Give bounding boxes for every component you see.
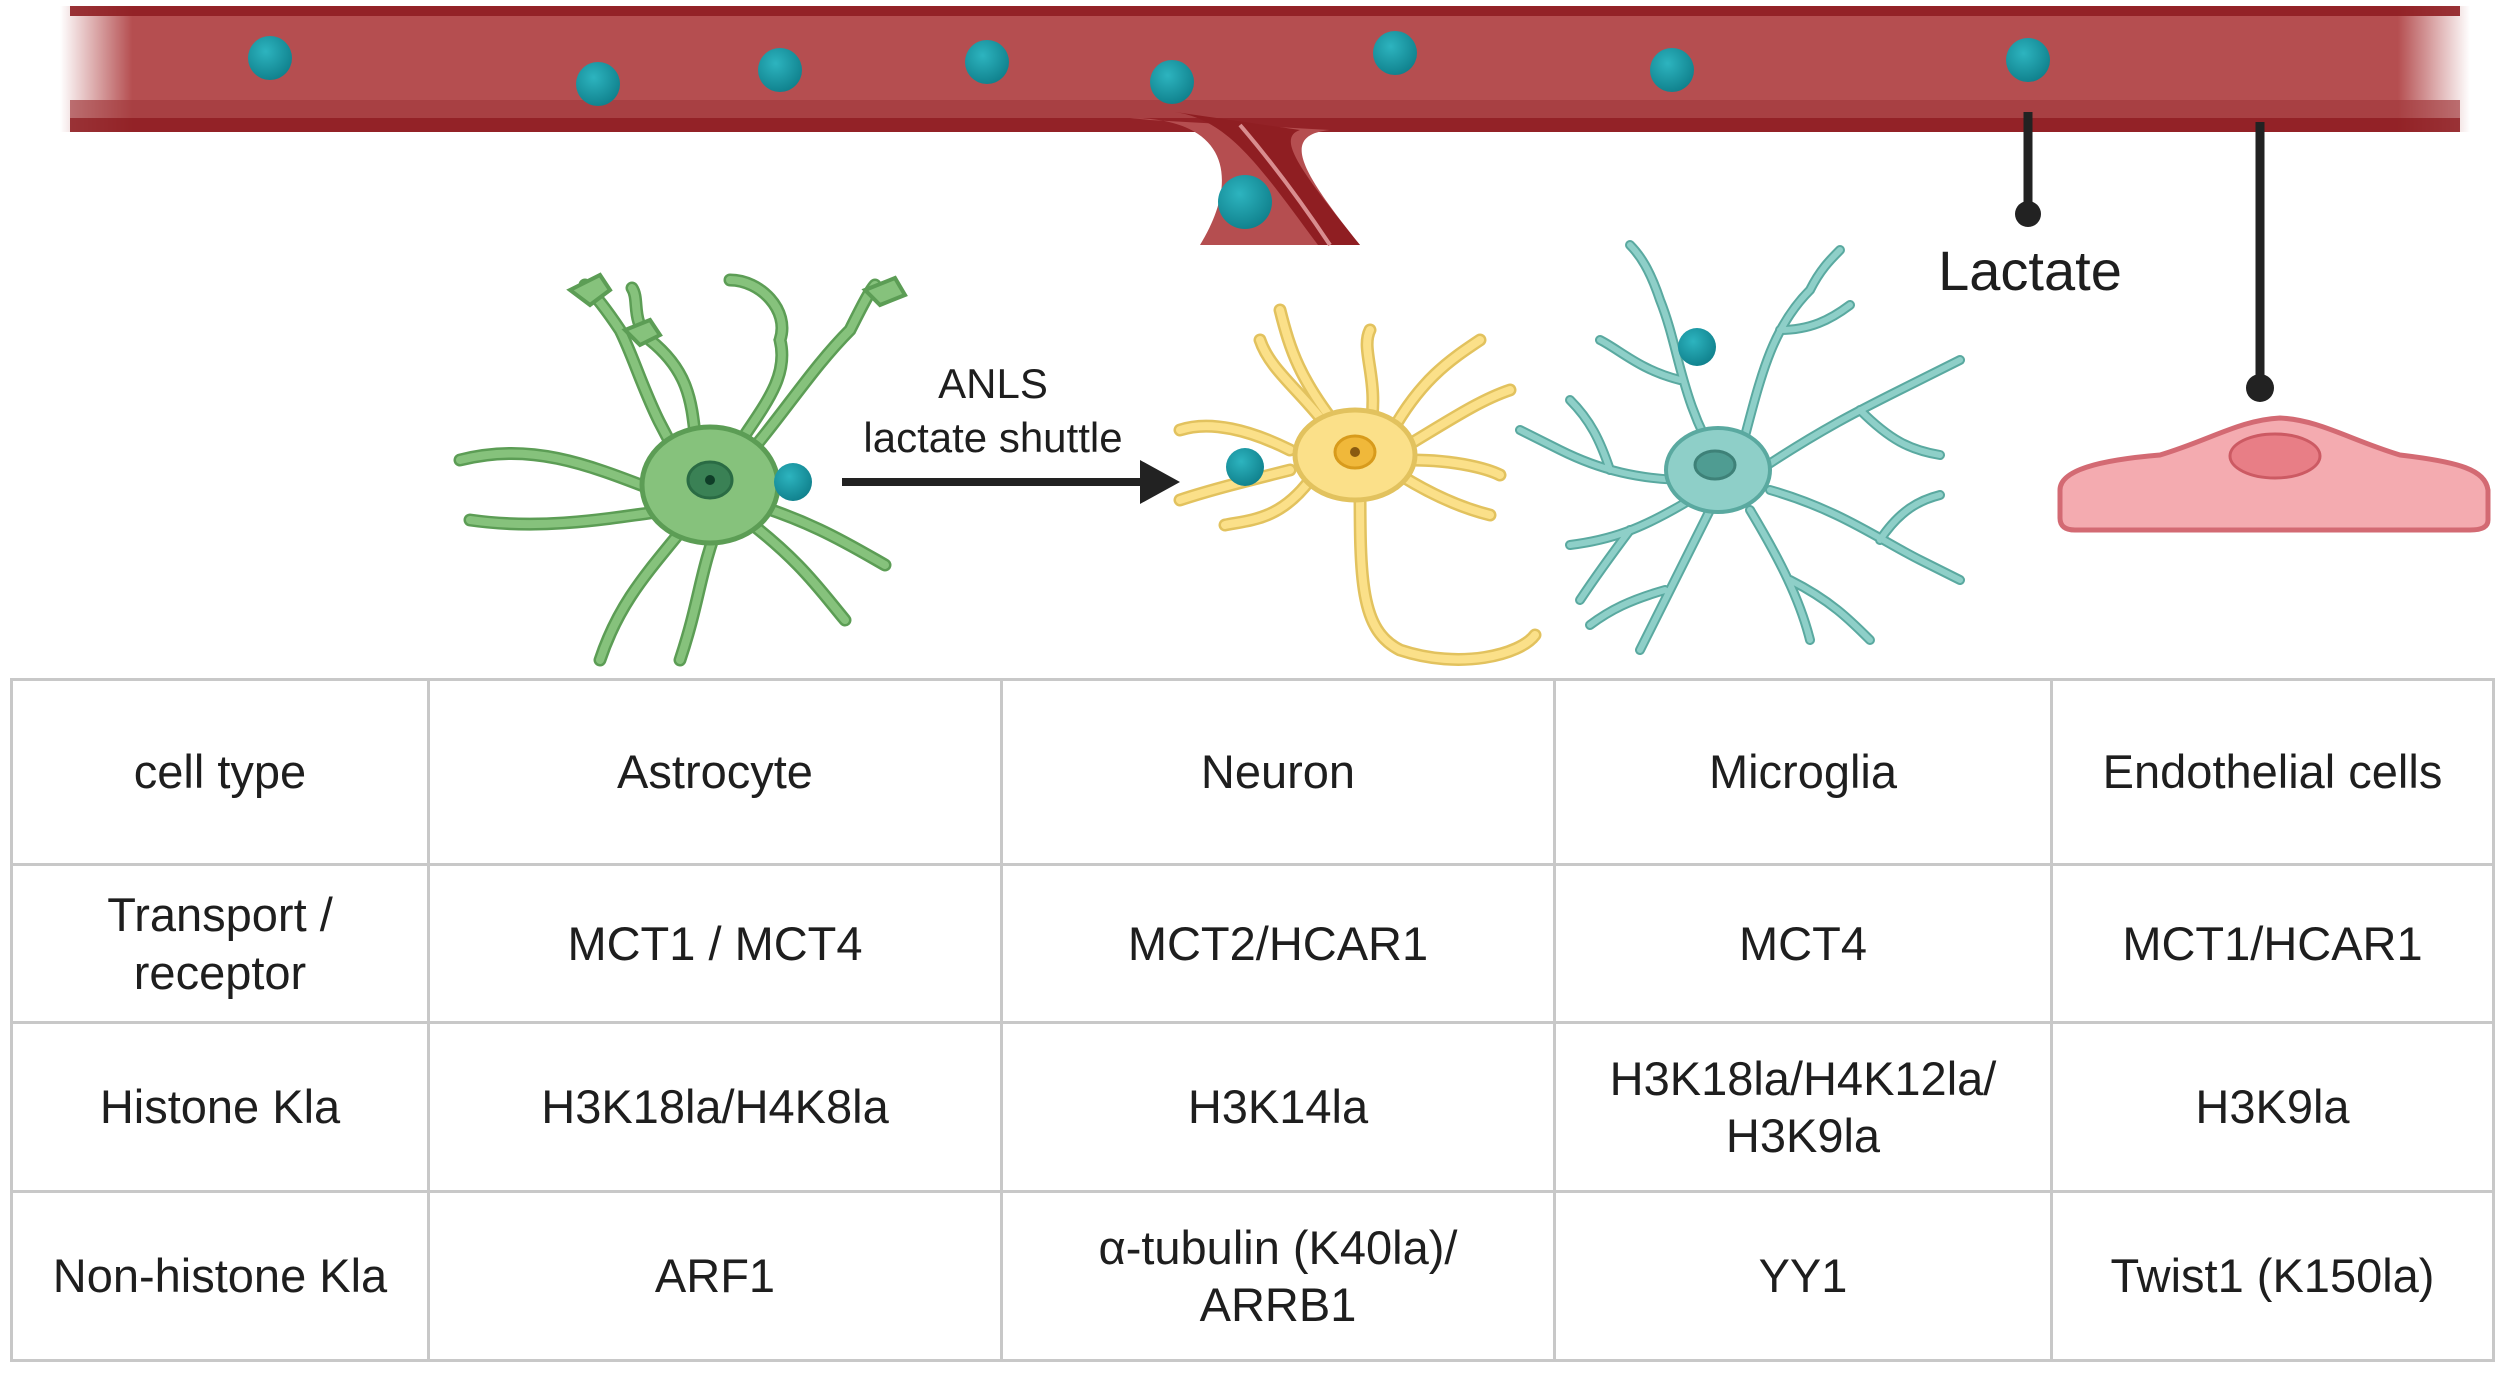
cell-text-line: Non-histone Kla (52, 1249, 388, 1303)
table-row: Non-histone Kla ARF1 α-tubulin (K40la)/ARR… (10, 1190, 2495, 1362)
lactate-dot (774, 463, 812, 501)
cell-text-line: H3K18la/H4K12la/ (1609, 1051, 1997, 1105)
table-cell-microglia: YY1 (1553, 1190, 2053, 1362)
table-cell-endothelial: MCT1/HCAR1 (2050, 863, 2495, 1024)
microglia-cell (1515, 240, 1965, 655)
cell-text-line: H3K18la/H4K8la (541, 1080, 889, 1134)
cell-text-line: ARF1 (654, 1249, 776, 1303)
table-cell-endothelial: H3K9la (2050, 1021, 2495, 1193)
cell-text-line: α-tubulin (K40la)/ (1098, 1220, 1458, 1274)
endothelial-cell (2057, 415, 2491, 533)
astrocyte-cell (453, 272, 908, 667)
lactate-dot (1650, 48, 1694, 92)
lactate-dot (1678, 328, 1716, 366)
lactate-dot (576, 62, 620, 106)
cell-text-line: cell type (133, 745, 307, 799)
lactate-dots (248, 31, 2050, 229)
table-cell-neuron: α-tubulin (K40la)/ARRB1 (1000, 1190, 1556, 1362)
lactate-label: Lactate (1938, 239, 2122, 302)
row-header-cell: Histone Kla (10, 1021, 430, 1193)
cell-text-line: H3K9la (2195, 1080, 2350, 1134)
table-cell-microglia: H3K18la/H4K12la/H3K9la (1553, 1021, 2053, 1193)
cell-text-line: MCT1/HCAR1 (2122, 916, 2423, 970)
table-cell-endothelial: Endothelial cells (2050, 678, 2495, 866)
table-row: Histone Kla H3K18la/H4K8la H3K14la H3K18la/… (10, 1021, 2495, 1193)
cell-text-line: MCT4 (1739, 916, 1867, 970)
cell-text-line: Twist1 (K150la) (2110, 1249, 2435, 1303)
table-row: Transport /receptor MCT1 / MCT4 MCT2/HCAR1… (10, 863, 2495, 1024)
table-cell-neuron: H3K14la (1000, 1021, 1556, 1193)
endothelial-pin (2246, 122, 2274, 402)
table-cell-neuron: MCT2/HCAR1 (1000, 863, 1556, 1024)
lactate-dot (1218, 175, 1272, 229)
row-header-cell: cell type (10, 678, 430, 866)
blood-vessel (60, 6, 2470, 247)
table-cell-astrocyte: ARF1 (427, 1190, 1003, 1362)
cell-text-line: H3K14la (1187, 1080, 1369, 1134)
lactate-pin (2015, 112, 2041, 227)
table-cell-neuron: Neuron (1000, 678, 1556, 866)
cell-text-line: Histone Kla (99, 1080, 341, 1134)
row-header-cell: Transport /receptor (10, 863, 430, 1024)
table-cell-astrocyte: MCT1 / MCT4 (427, 863, 1003, 1024)
lactate-dot (758, 48, 802, 92)
table-cell-microglia: Microglia (1553, 678, 2053, 866)
cell-text-line: H3K9la (1725, 1109, 1881, 1162)
cell-text-line: Astrocyte (617, 745, 813, 799)
cell-text-line: Transport / (107, 888, 333, 942)
lactate-dot (2006, 38, 2050, 82)
row-header-cell: Non-histone Kla (10, 1190, 430, 1362)
cell-text-line: Microglia (1708, 745, 1898, 799)
lactate-dot (1373, 31, 1417, 75)
shuttle-arrow (842, 460, 1180, 504)
table-cell-microglia: MCT4 (1553, 863, 2053, 1024)
lactate-dot (248, 36, 292, 80)
cell-text-line: ARRB1 (1199, 1278, 1357, 1331)
table-cell-astrocyte: Astrocyte (427, 678, 1003, 866)
lactate-dot (1226, 448, 1264, 486)
lactate-dot (1150, 60, 1194, 104)
table-row: cell type Astrocyte Neuron Microglia Endothe… (10, 678, 2495, 866)
shuttle-label-line1: ANLS (938, 360, 1048, 407)
cell-type-table: cell type Astrocyte Neuron Microglia Endothe… (10, 678, 2495, 1362)
cell-text-line: MCT2/HCAR1 (1127, 916, 1429, 970)
shuttle-label-line2: lactate shuttle (863, 414, 1122, 461)
table-cell-endothelial: Twist1 (K150la) (2050, 1190, 2495, 1362)
neuron-cell (1173, 303, 1542, 666)
cell-text-line: Neuron (1200, 745, 1356, 799)
table-cell-astrocyte: H3K18la/H4K8la (427, 1021, 1003, 1193)
table-body: cell type Astrocyte Neuron Microglia Endothe… (10, 678, 2495, 1362)
cell-text-line: receptor (133, 945, 307, 999)
cell-text-line: YY1 (1758, 1249, 1848, 1303)
cell-text-line: MCT1 / MCT4 (567, 916, 863, 970)
lactate-dot (965, 40, 1009, 84)
cell-text-line: Endothelial cells (2102, 745, 2443, 799)
